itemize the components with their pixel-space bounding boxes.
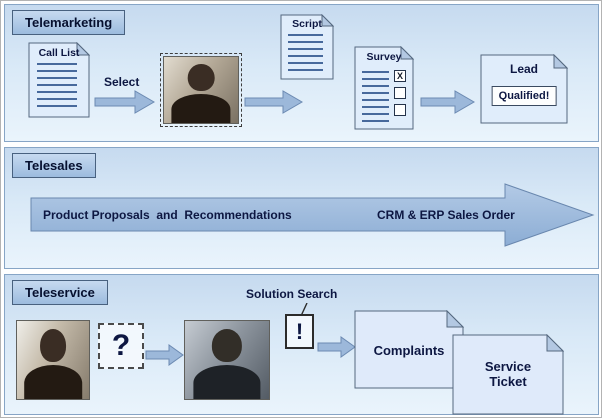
arrow-right-icon	[244, 90, 303, 114]
person-silhouette-head	[187, 63, 215, 92]
person-silhouette-body	[24, 364, 82, 399]
arrow-right-icon	[317, 336, 356, 358]
call-list-document: Call List	[28, 42, 90, 118]
arrow-right-icon	[145, 344, 184, 366]
lead-label: Lead	[509, 62, 538, 76]
telemarketing-agent-photo-frame	[160, 53, 242, 127]
select-label: Select	[104, 75, 140, 89]
script-document: Script	[280, 14, 334, 80]
complaints-document: Complaints	[354, 310, 464, 389]
document-text-lines	[288, 34, 323, 71]
exclamation-mark: !	[295, 318, 304, 344]
telesales-arrow-text-right: CRM & ERP Sales Order	[377, 208, 515, 222]
panel-telesales: Telesales Product Proposals and Recommen…	[4, 147, 599, 269]
call-list-label: Call List	[38, 47, 80, 59]
survey-checkbox-2	[394, 87, 406, 99]
teleservice-title: Teleservice	[12, 280, 108, 305]
telesales-title: Telesales	[12, 153, 96, 178]
person-silhouette-head	[40, 328, 66, 362]
person-silhouette-body	[171, 93, 231, 123]
arrow-right-icon	[94, 90, 155, 114]
document-text-lines	[37, 63, 77, 107]
document-icon	[354, 310, 464, 389]
survey-checkbox-1: X	[394, 70, 406, 82]
telemarketing-agent-photo	[163, 56, 239, 124]
person-silhouette-head	[211, 328, 243, 362]
arrow-right-icon	[420, 90, 475, 114]
lead-document: Lead Qualified!	[480, 54, 568, 124]
telemarketing-title: Telemarketing	[12, 10, 126, 35]
script-label: Script	[292, 18, 322, 30]
qualified-badge: Qualified!	[491, 86, 557, 106]
question-callout: ?	[98, 323, 144, 369]
person-silhouette-body	[193, 364, 261, 399]
customer-photo	[16, 320, 90, 400]
teleservice-agent-photo	[184, 320, 270, 400]
callout-leader-line	[300, 303, 308, 317]
big-arrow-right-icon	[30, 183, 595, 247]
complaints-label: Complaints	[373, 343, 445, 358]
survey-document: Survey X	[354, 46, 414, 130]
service-ticket-label: Service Ticket	[484, 359, 532, 389]
survey-label: Survey	[366, 51, 402, 63]
panel-telemarketing: Telemarketing Call List Select	[4, 4, 599, 142]
exclamation-callout: !	[285, 314, 314, 349]
question-mark: ?	[111, 329, 131, 362]
panel-teleservice: Teleservice Solution Search ? !	[4, 274, 599, 415]
survey-checkbox-3	[394, 104, 406, 116]
document-text-lines	[362, 71, 389, 122]
service-ticket-document: Service Ticket	[452, 334, 564, 415]
solution-search-label: Solution Search	[246, 287, 338, 301]
telesales-arrow-text-left: Product Proposals and Recommendations	[43, 208, 292, 222]
document-icon	[452, 334, 564, 415]
